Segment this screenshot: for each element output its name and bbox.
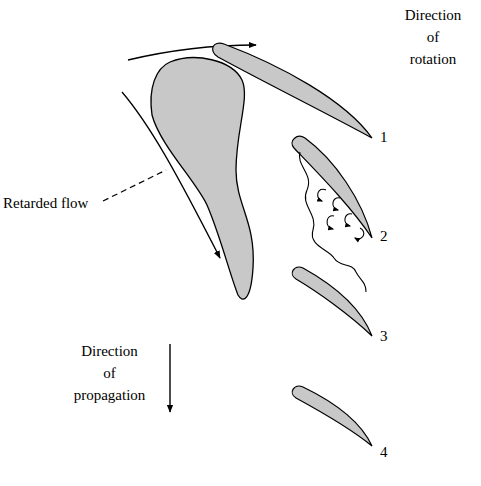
separation-boundary [299, 152, 366, 292]
eddy [318, 189, 326, 201]
eddy [345, 214, 352, 226]
callout-number: 1 [380, 126, 400, 148]
annotation-label: Retarded flow [3, 192, 103, 214]
propagation-arrow [169, 344, 170, 412]
eddy [327, 216, 334, 229]
eddy [355, 228, 364, 239]
blade [292, 386, 372, 446]
callout-number: 2 [380, 225, 400, 247]
blade [292, 136, 372, 238]
callout-number: 4 [380, 441, 400, 463]
leader-line [103, 170, 166, 201]
streamline [122, 92, 220, 258]
retarded-flow-region [151, 58, 253, 299]
eddy [333, 198, 340, 210]
blade [213, 43, 372, 138]
direction-label: Direction of rotation [388, 4, 478, 70]
direction-label: Direction of propagation [52, 340, 167, 406]
callout-number: 3 [380, 325, 400, 347]
